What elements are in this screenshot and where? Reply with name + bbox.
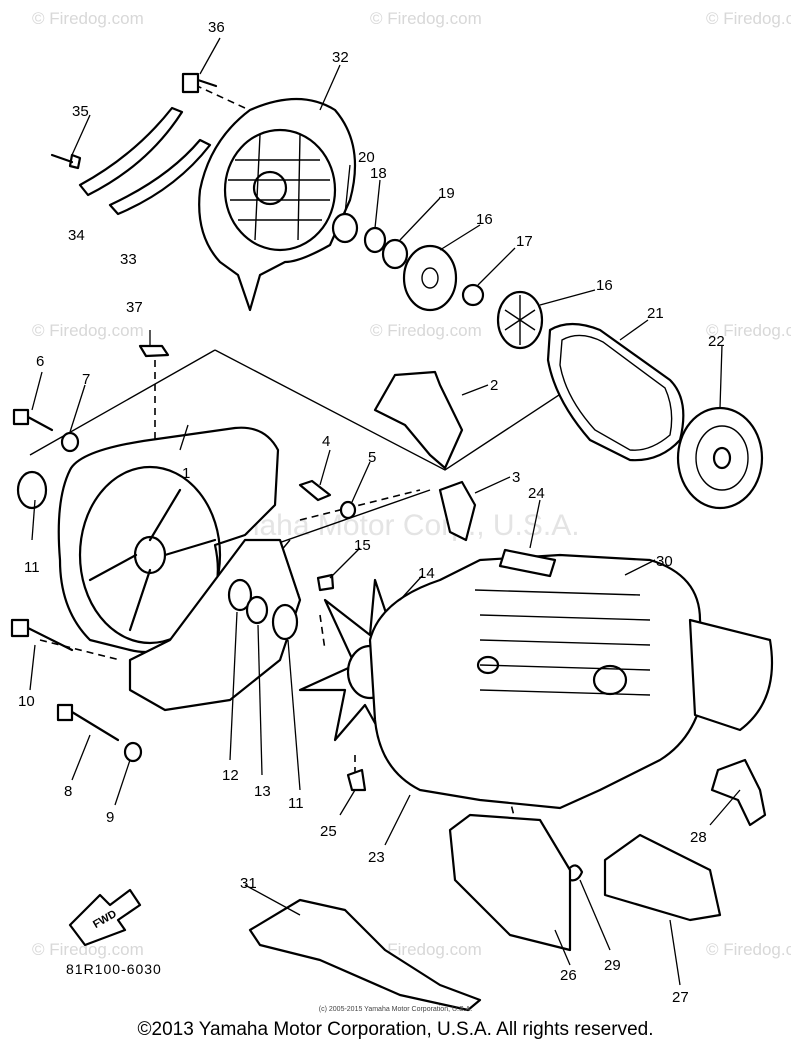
callout-34: 34 bbox=[68, 227, 85, 244]
floor-plate bbox=[248, 898, 482, 1012]
callout-12: 12 bbox=[222, 767, 239, 784]
callout-27: 27 bbox=[672, 989, 689, 1006]
callout-24: 24 bbox=[528, 485, 545, 502]
watermark: © Firedog.com bbox=[370, 9, 482, 28]
callout-37: 37 bbox=[126, 299, 143, 316]
clip bbox=[138, 344, 170, 358]
callout-19: 19 bbox=[438, 185, 455, 202]
callout-labels: 1 2 3 4 5 6 7 8 9 10 11 11 12 13 14 15 1… bbox=[18, 19, 725, 1006]
callout-8: 8 bbox=[64, 783, 72, 800]
starter-cover bbox=[198, 97, 357, 312]
callout-5: 5 bbox=[368, 449, 376, 466]
callout-20: 20 bbox=[358, 149, 375, 166]
watermark: © Firedog.com bbox=[32, 321, 144, 340]
callout-6: 6 bbox=[36, 353, 44, 370]
callout-11: 11 bbox=[24, 559, 40, 576]
callout-4: 4 bbox=[322, 433, 330, 450]
clutch-parts bbox=[331, 212, 544, 350]
callout-7: 7 bbox=[82, 371, 90, 388]
callout-9: 9 bbox=[106, 809, 114, 826]
callout-16: 16 bbox=[476, 211, 493, 228]
callout-30: 30 bbox=[656, 553, 673, 570]
watermark: © Firedog.com bbox=[370, 321, 482, 340]
callout-33: 33 bbox=[120, 251, 137, 268]
lower-cover bbox=[448, 813, 572, 952]
callout-36: 36 bbox=[208, 19, 225, 36]
pulley bbox=[676, 406, 764, 510]
guide-strips bbox=[78, 106, 212, 216]
watermark: © Firedog.com bbox=[370, 940, 482, 959]
callout-21: 21 bbox=[647, 305, 664, 322]
watermark: © Firedog.com bbox=[706, 321, 791, 340]
small-copyright: (c) 2005-2015 Yamaha Motor Corporation, … bbox=[318, 1006, 473, 1013]
callout-16-b: 16 bbox=[596, 277, 613, 294]
callout-25: 25 bbox=[320, 823, 337, 840]
copyright-notice: ©2013 Yamaha Motor Corporation, U.S.A. A… bbox=[137, 1019, 654, 1040]
callout-15: 15 bbox=[354, 537, 371, 554]
callout-28: 28 bbox=[690, 829, 707, 846]
callout-10: 10 bbox=[18, 693, 35, 710]
fan-housing bbox=[57, 426, 291, 654]
callout-29: 29 bbox=[604, 957, 621, 974]
callout-23: 23 bbox=[368, 849, 385, 866]
leader-lines bbox=[29, 37, 741, 986]
rivet bbox=[50, 153, 82, 170]
watermark: © Firedog.com bbox=[32, 9, 144, 28]
watermark: © Firedog.com bbox=[706, 9, 791, 28]
callout-1: 1 bbox=[182, 465, 190, 482]
callout-22: 22 bbox=[708, 333, 725, 350]
fwd-arrow-icon: FWD bbox=[68, 888, 142, 947]
callout-13: 13 bbox=[254, 783, 271, 800]
callout-31: 31 bbox=[240, 875, 257, 892]
callout-18: 18 bbox=[370, 165, 387, 182]
callout-32: 32 bbox=[332, 49, 349, 66]
bracket-clip bbox=[438, 480, 477, 542]
callout-26: 26 bbox=[560, 967, 577, 984]
callout-2: 2 bbox=[490, 377, 498, 394]
drawing-code: 81R100-6030 bbox=[66, 961, 162, 977]
callout-17: 17 bbox=[516, 233, 533, 250]
callout-14: 14 bbox=[418, 565, 435, 582]
air-duct bbox=[373, 370, 464, 470]
callout-35: 35 bbox=[72, 103, 89, 120]
caution-label bbox=[498, 548, 557, 578]
callout-11-b: 11 bbox=[288, 795, 304, 812]
callout-3: 3 bbox=[512, 469, 520, 486]
duct bbox=[603, 833, 722, 922]
watermark: © Firedog.com bbox=[32, 940, 144, 959]
engine-shroud bbox=[368, 553, 774, 810]
watermark: © Firedog.com bbox=[706, 940, 791, 959]
bolt bbox=[181, 72, 218, 94]
